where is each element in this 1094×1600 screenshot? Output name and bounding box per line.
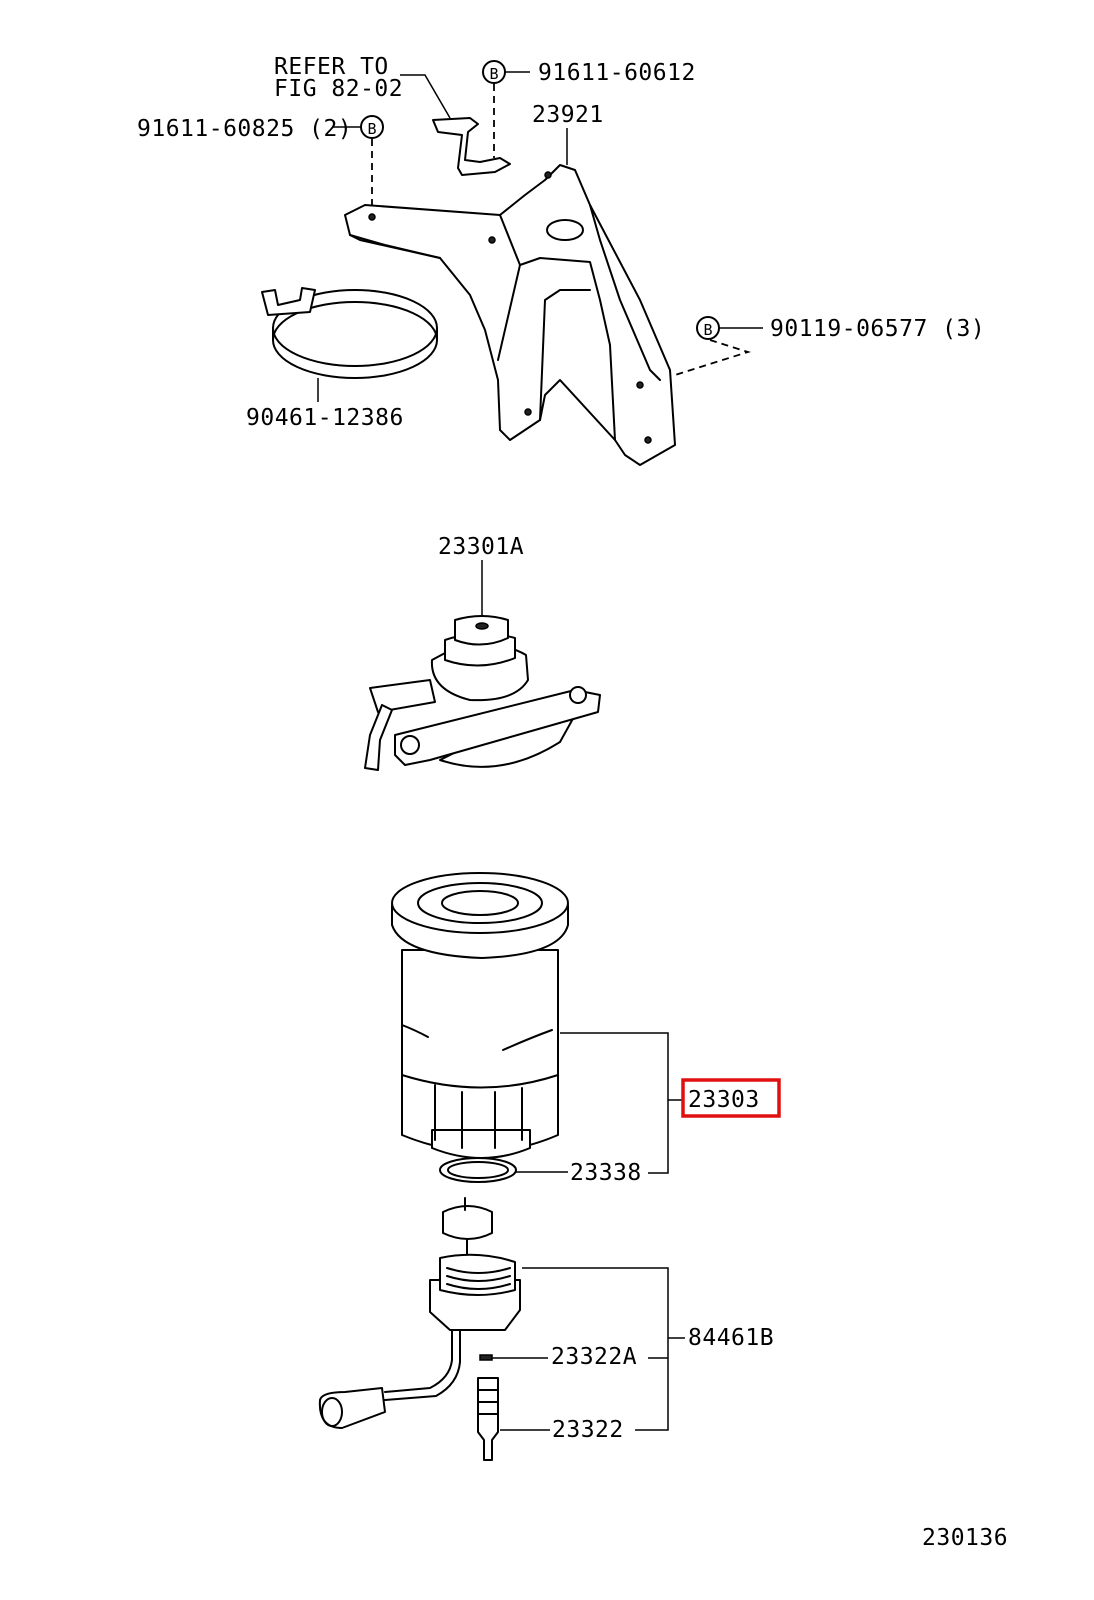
bolt-symbol-91611-60825: B [332,115,384,205]
label-refer-line2: FIG 82-02 [274,76,403,102]
figure-number: 230136 [922,1525,1008,1551]
bolt-letter: B [367,120,376,138]
bolt-symbol-91611-60612: B [482,60,530,158]
label-refer-line1: REFER TO [274,54,389,80]
label-91611-60825[interactable]: 91611-60825 (2) [137,116,352,142]
label-23921[interactable]: 23921 [532,102,604,128]
highlight-box-23303 [681,1078,781,1118]
leader-refer [400,74,451,119]
refer-clip [432,117,511,176]
label-23301A[interactable]: 23301A [438,534,524,560]
bolt-letter: B [703,321,712,339]
bracket-23921 [344,164,676,466]
label-23322[interactable]: 23322 [552,1417,624,1443]
o-ring-23338 [439,1157,517,1183]
band-clamp-90461-12386 [261,287,438,379]
label-23322A[interactable]: 23322A [551,1344,637,1370]
label-23303[interactable]: 23303 [688,1087,760,1113]
bolt-symbol-90119-06577: B [674,316,763,376]
label-84461B[interactable]: 84461B [688,1325,774,1351]
label-90461-12386[interactable]: 90461-12386 [246,405,404,431]
filter-head-23301A [364,560,601,771]
bracket-84461B [522,1267,669,1431]
bracket-23303 [560,1032,669,1174]
sensor-assy-84461B [318,1197,521,1461]
label-23338[interactable]: 23338 [570,1160,642,1186]
bolt-letter: B [489,65,498,83]
label-90119-06577[interactable]: 90119-06577 (3) [770,316,985,342]
filter-element-23303 [391,872,569,1159]
label-91611-60612[interactable]: 91611-60612 [538,60,696,86]
